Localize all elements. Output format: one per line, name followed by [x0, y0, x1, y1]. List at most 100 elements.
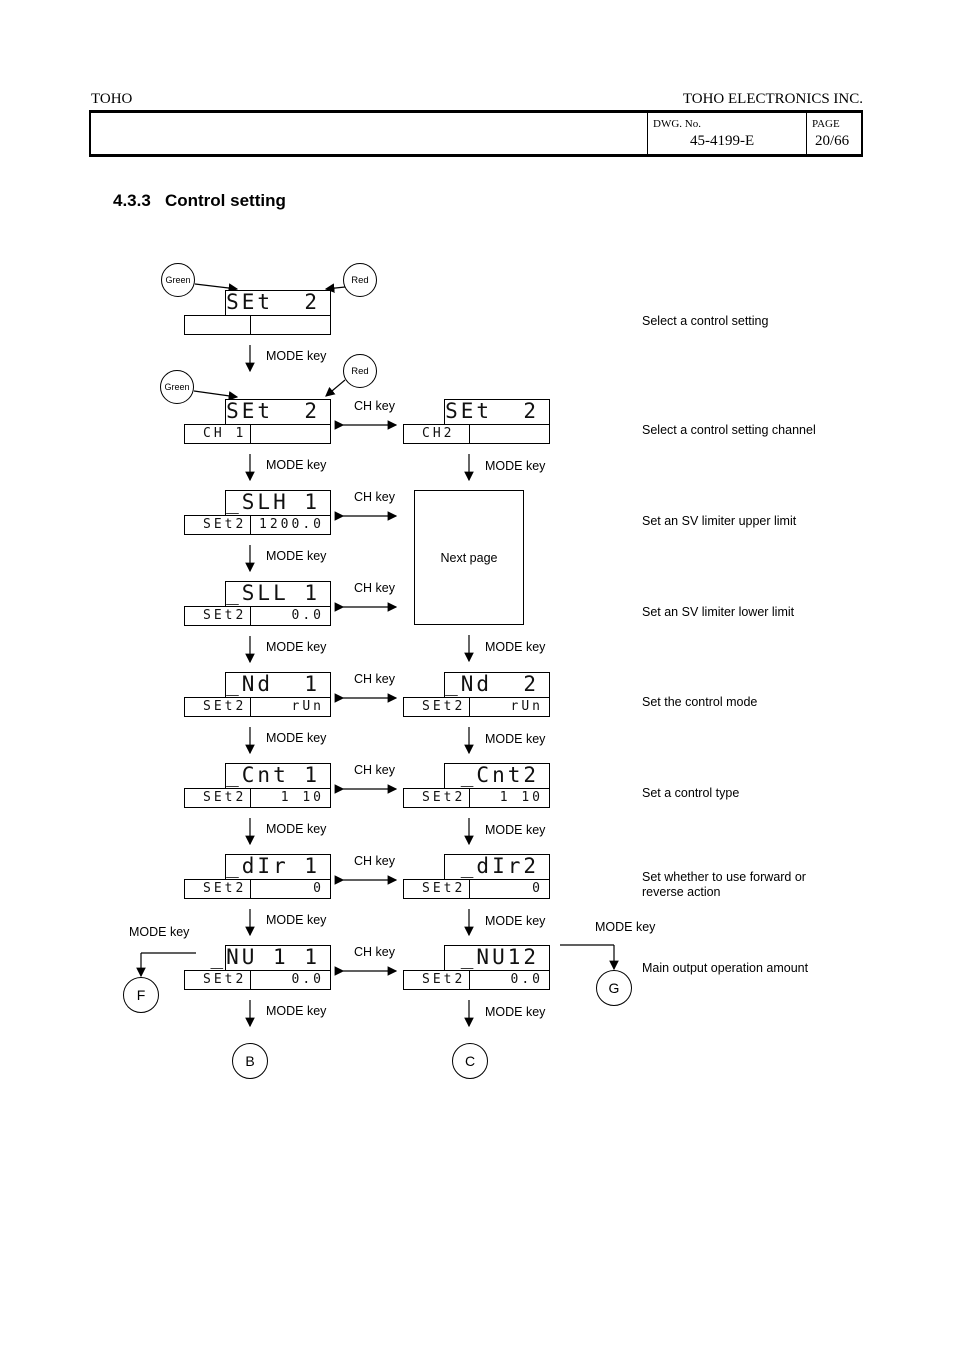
dwg-number: 45-4199-E — [690, 133, 755, 149]
next-page-box: Next page — [414, 490, 524, 625]
display-sub-left: SEt2 — [203, 699, 247, 714]
display-sub-right: 0.0 — [510, 972, 543, 987]
display-sub-right: 1 10 — [280, 790, 324, 805]
display-main-text: _dIr 1 — [226, 854, 320, 878]
display-divider — [250, 880, 251, 898]
header-company-full: TOHO ELECTRONICS INC. — [682, 91, 863, 107]
divider — [806, 113, 807, 155]
display-sub: SEt2 0.0 — [403, 970, 550, 990]
title-block: DWG. No. 45-4199-E PAGE 20/66 — [89, 110, 863, 157]
ch-key-label: CH key — [354, 945, 395, 959]
page-label: PAGE — [812, 118, 840, 130]
step-description: Select a control setting channel — [642, 423, 816, 437]
display-sub-right: rUn — [291, 699, 324, 714]
mode-key-label: MODE key — [266, 822, 327, 836]
green-led-label: Green — [161, 263, 195, 297]
mode-key-label: MODE key — [485, 732, 546, 746]
indicator-arrow — [325, 379, 346, 397]
display-divider — [469, 698, 470, 716]
display-sub-left: SEt2 — [422, 972, 466, 987]
section-title: 4.3.3 Control setting — [113, 191, 286, 210]
display-main-text: _NU 1 1 — [210, 945, 320, 969]
display-sub-left: SEt2 — [422, 699, 466, 714]
ch-key-label: CH key — [354, 854, 395, 868]
step-description: Main output operation amount — [642, 961, 809, 975]
display-sub-right: 1200.0 — [259, 517, 324, 532]
header-company-short: TOHO — [91, 91, 133, 107]
display-sub-left: SEt2 — [203, 790, 247, 805]
display-main-text: _Cnt2 — [460, 763, 539, 787]
display-sub: SEt2 1200.0 — [184, 515, 331, 535]
display-main: _Nd 2 — [444, 672, 550, 698]
mode-key-label: MODE key — [266, 458, 327, 472]
display-sub-left: SEt2 — [203, 972, 247, 987]
display-main-text: SEt 2 — [226, 399, 320, 423]
indicator-arrow — [193, 390, 239, 401]
display-main: SEt 2 — [225, 290, 331, 316]
display-main-text: _SLL 1 — [226, 581, 320, 605]
ch-key-label: CH key — [354, 672, 395, 686]
display-divider — [250, 425, 251, 443]
display-main: _Nd 1 — [225, 672, 331, 698]
red-led-label: Red — [343, 354, 377, 388]
mode-key-label: MODE key — [485, 459, 546, 473]
mode-key-label: MODE key — [266, 549, 327, 563]
display-main-text: _Nd 2 — [445, 672, 539, 696]
step-description: Set a control type — [642, 786, 740, 800]
display-divider — [250, 516, 251, 534]
connector-c: C — [452, 1043, 488, 1079]
connector-g: G — [596, 970, 632, 1006]
display-main: _Cnt 1 — [225, 763, 331, 789]
connector-f: F — [123, 977, 159, 1013]
display-main-text: _NU12 — [460, 945, 539, 969]
display-main: _dIr2 — [444, 854, 550, 880]
mode-key-label: MODE key — [266, 1004, 327, 1018]
display-main: _Cnt2 — [444, 763, 550, 789]
display-sub-right: 1 10 — [499, 790, 543, 805]
ch-key-label: CH key — [354, 399, 395, 413]
display-sub-left: SEt2 — [203, 517, 247, 532]
ch-key-label: CH key — [354, 763, 395, 777]
display-sub: SEt2 1 10 — [184, 788, 331, 808]
display-divider — [469, 425, 470, 443]
display-sub-right: rUn — [510, 699, 543, 714]
display-main: _NU12 — [444, 945, 550, 971]
mode-key-label: MODE key — [485, 914, 546, 928]
display-main-text: _dIr2 — [460, 854, 539, 878]
display-divider — [250, 971, 251, 989]
display-main-text: _SLH 1 — [226, 490, 320, 514]
display-main-text: SEt 2 — [226, 290, 320, 314]
connector-b: B — [232, 1043, 268, 1079]
green-led-label: Green — [160, 370, 194, 404]
display-main: _SLH 1 — [225, 490, 331, 516]
display-sub-right: 0.0 — [291, 608, 324, 623]
display-sub: CH2 — [403, 424, 550, 444]
display-sub: SEt2 rUn — [184, 697, 331, 717]
step-description: Set an SV limiter upper limit — [642, 514, 797, 528]
indicator-arrow — [194, 283, 239, 293]
display-divider — [469, 971, 470, 989]
display-divider — [469, 880, 470, 898]
dwg-label: DWG. No. — [653, 118, 701, 130]
display-main: SEt 2 — [444, 399, 550, 425]
mode-key-label: MODE key — [485, 823, 546, 837]
display-main: _SLL 1 — [225, 581, 331, 607]
display-sub-left: SEt2 — [422, 881, 466, 896]
divider — [647, 113, 648, 155]
red-led-label: Red — [343, 263, 377, 297]
display-sub: SEt2 0.0 — [184, 606, 331, 626]
display-sub-left: SEt2 — [203, 608, 247, 623]
ch-key-label: CH key — [354, 490, 395, 504]
indicator-arrow — [324, 283, 346, 293]
display-main: _NU 1 1 — [210, 945, 331, 971]
display-sub-left: CH2 — [422, 426, 455, 441]
display-divider — [250, 698, 251, 716]
ch-key-label: CH key — [354, 581, 395, 595]
step-description: Set an SV limiter lower limit — [642, 605, 795, 619]
